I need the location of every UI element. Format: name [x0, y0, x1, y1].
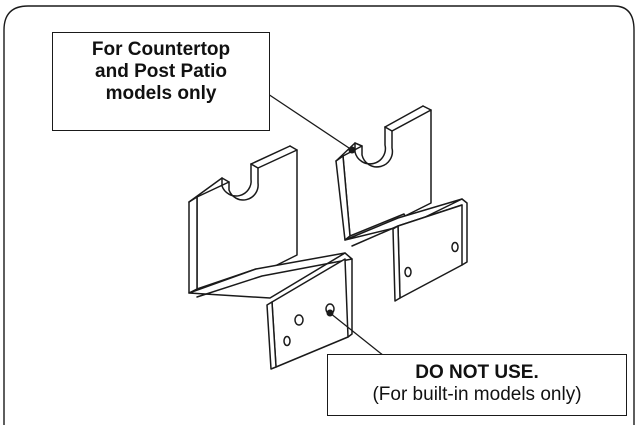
callout-top-line2: and Post Patio — [95, 61, 227, 82]
leader-line-top — [261, 89, 353, 151]
callout-top-line1: For Countertop — [91, 39, 231, 60]
built-in-note: (For built-in models only) — [372, 384, 582, 405]
callout-top-line3: models only — [105, 83, 217, 104]
bracket-countertop — [335, 105, 468, 302]
warning-text: DO NOT USE. — [415, 362, 539, 383]
frame-border — [3, 5, 635, 425]
callout-do-not-use: DO NOT USE. (For built-in models only) — [327, 354, 627, 416]
leader-dot-top — [348, 146, 356, 154]
leader-dot-bottom — [326, 309, 334, 317]
bracket-built-in — [188, 145, 353, 370]
callout-countertop-models: For Countertop and Post Patio models onl… — [52, 32, 270, 131]
leader-line-bottom — [329, 312, 385, 357]
